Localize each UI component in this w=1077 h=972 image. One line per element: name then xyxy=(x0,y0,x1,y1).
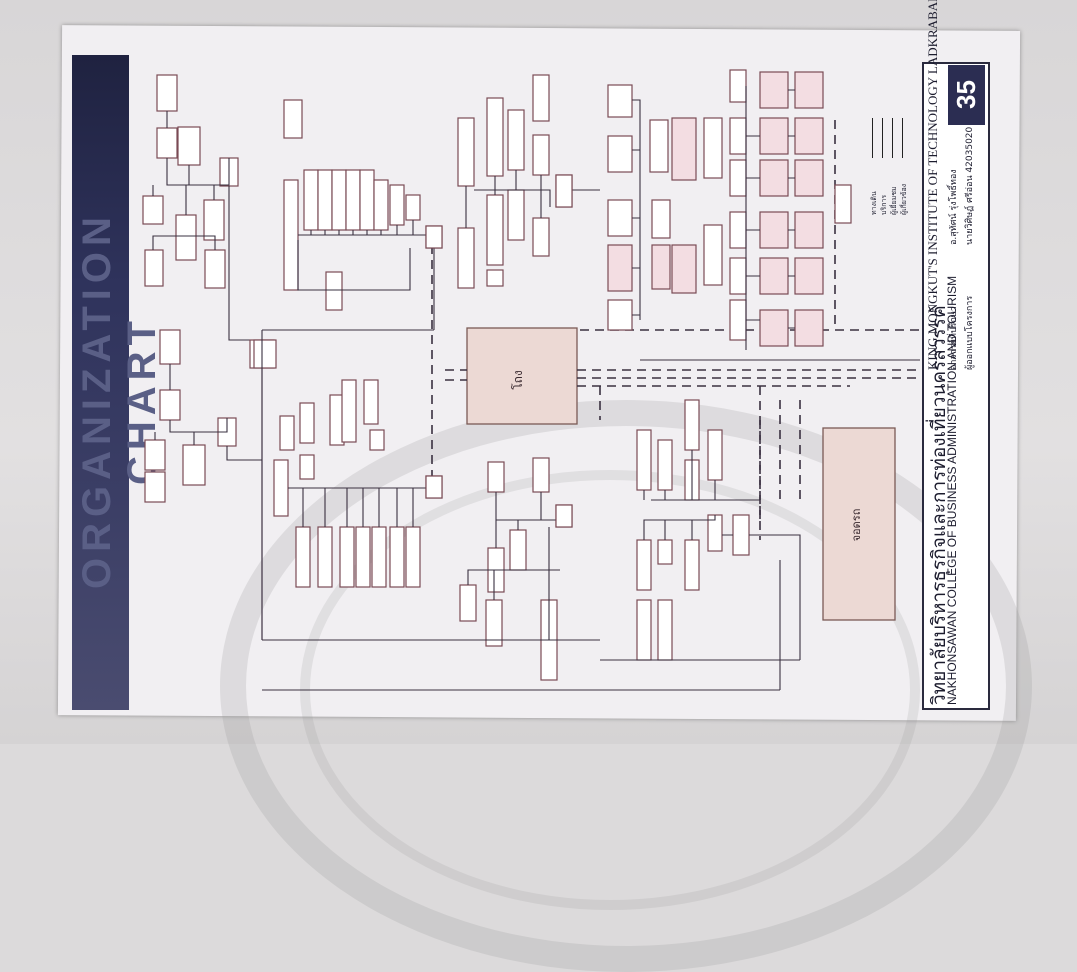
main-hub-label: โถง xyxy=(511,370,525,390)
parking-label: จอดรถ xyxy=(850,509,863,542)
designer-label: ผู้ออกแบบโครงการ xyxy=(963,250,977,370)
cluster-far-right-top xyxy=(608,70,920,360)
institute-name-en: KING MONGKUT'S INSTITUTE OF TECHNOLOGY L… xyxy=(925,70,941,370)
cluster-right-mid xyxy=(460,458,572,680)
advisor-label: อาจารย์ที่ปรึกษา xyxy=(947,250,961,370)
cluster-upper-mid xyxy=(284,100,442,330)
hall-d xyxy=(556,505,572,527)
legend-line-3 xyxy=(892,118,893,158)
legend-line-1 xyxy=(872,118,873,158)
designer-name: นายวิศิษฏ์ ศรีอ่อน 42035020 xyxy=(963,135,977,245)
hall-a xyxy=(254,340,276,368)
advisor-name: อ.สุทัศน์ รุ่งโพธิ์ทอง xyxy=(947,135,961,245)
hall-e xyxy=(556,175,572,207)
cluster-mid-column xyxy=(274,380,442,587)
legend-line-4 xyxy=(902,118,903,158)
legend-line-2 xyxy=(882,118,883,158)
org-chart-diagram: โถง xyxy=(0,0,1077,744)
sheet-number: 35 xyxy=(948,65,985,125)
cluster-mid-left xyxy=(145,330,274,640)
legend-item-4: ผู้เกี่ยวข้อง xyxy=(898,175,909,215)
cluster-top-left xyxy=(143,75,262,340)
hall-b xyxy=(426,226,442,248)
cluster-far-right-bottom: จอดรถ xyxy=(600,400,895,660)
hall-c xyxy=(426,476,442,498)
cluster-right-top xyxy=(458,75,600,288)
college-name-en: NAKHONSAWAN COLLEGE OF BUSINESS ADMINIST… xyxy=(945,380,959,705)
